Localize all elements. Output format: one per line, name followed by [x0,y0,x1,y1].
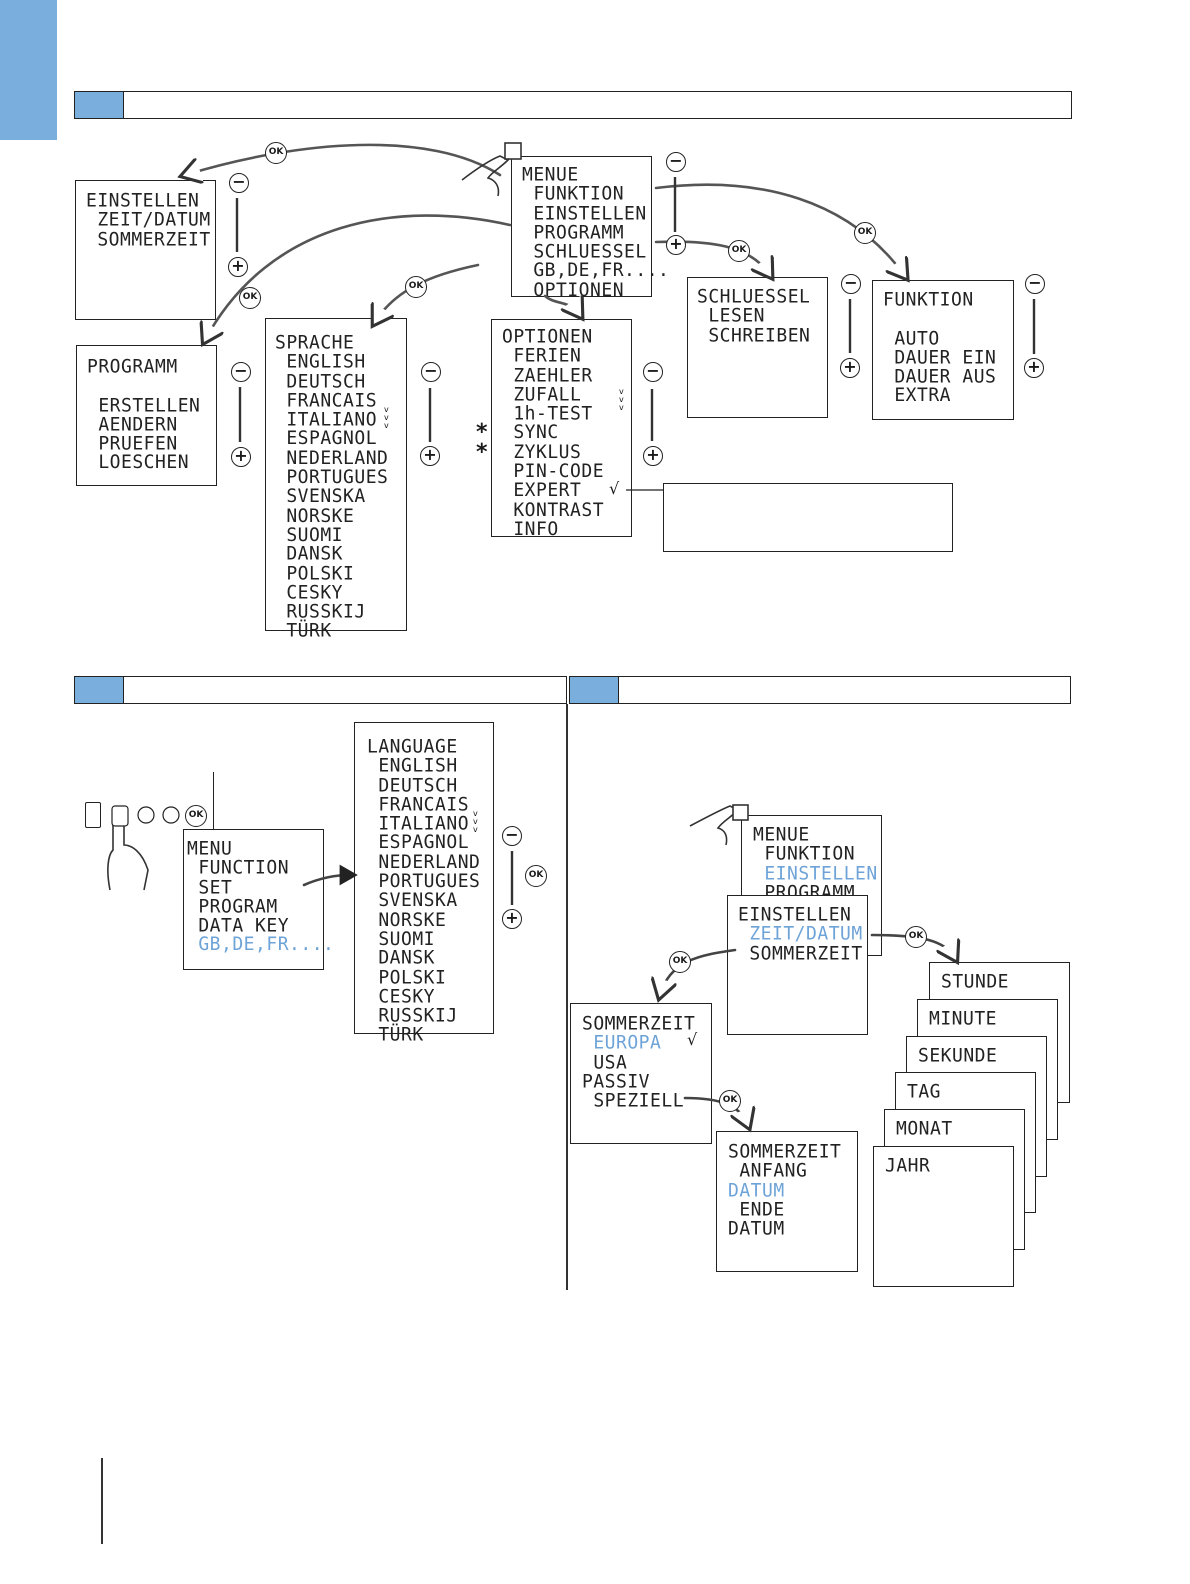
minus-button[interactable]: − [1025,274,1045,294]
minus-button[interactable]: − [841,274,861,294]
sommerzeit-detail-text: SOMMERZEIT ANFANG DATUM ENDE DATUM [728,1140,842,1240]
schluessel-text: SCHLUESSEL LESEN SCHREIBEN [697,285,811,347]
screen-language: LANGUAGE ENGLISH DEUTSCH FRANCAIS ITALIA… [354,722,494,1045]
minus-button[interactable]: − [502,826,522,846]
menue-text: MENUE FUNKTION EINSTELLEN PROGRAMM SCHLU… [522,163,670,302]
minus-button[interactable]: − [643,362,663,382]
ok-button[interactable]: OK [669,951,691,973]
minus-button[interactable]: − [229,173,249,193]
plus-button[interactable]: + [420,446,440,466]
screen-einstellen: EINSTELLEN ZEIT/DATUM SOMMERZEIT [75,180,216,320]
minus-button[interactable]: − [666,152,686,172]
minute-label: MINUTE [929,1007,998,1030]
stunde-label: STUNDE [941,970,1010,993]
device-menu-key [85,802,101,828]
scroll-marks-icon: v v v [473,809,478,834]
sommerzeit-highlight: EUROPA [582,1032,662,1055]
sommerzeit-detail-highlight: DATUM [728,1179,785,1202]
section-header-top [74,91,1072,119]
asterisk-zyklus: * [476,440,488,465]
screen-sprache: SPRACHE ENGLISH DEUTSCH FRANCAIS ITALIAN… [265,318,407,641]
section-header-right [569,676,1071,704]
section-header-left [74,676,567,704]
einstellen-text: EINSTELLEN ZEIT/DATUM SOMMERZEIT [86,189,211,251]
minus-button[interactable]: − [231,362,251,382]
screen-sommerzeit-detail: SOMMERZEIT ANFANG DATUM ENDE DATUM [716,1131,858,1272]
ok-button[interactable]: OK [905,926,927,948]
plus-button[interactable]: + [666,235,686,255]
sekunde-label: SEKUNDE [918,1044,998,1067]
screen-jahr: JAHR [873,1146,1014,1287]
ok-button[interactable]: OK [405,276,427,298]
minus-button[interactable]: − [421,362,441,382]
scroll-marks-icon: v v v [384,405,389,430]
optionen-text: OPTIONEN FERIEN ZAEHLER ZUFALL 1h-TEST S… [502,325,605,541]
menu-en-text: MENU FUNCTION SET PROGRAM DATA KEY GB,DE… [187,837,335,957]
programm-text: PROGRAMM ERSTELLEN AENDERN PRUEFEN LOESC… [87,355,201,475]
einstellen-small-highlight: ZEIT/DATUM [738,923,863,946]
check-icon: √ [687,1030,698,1049]
screen-einstellen-small: EINSTELLEN ZEIT/DATUM SOMMERZEIT [727,895,868,1035]
plus-button[interactable]: + [1024,358,1044,378]
screen-optionen: OPTIONEN FERIEN ZAEHLER ZUFALL 1h-TEST S… [491,319,632,541]
tag-label: TAG [907,1080,942,1103]
plus-button[interactable]: + [840,358,860,378]
ok-button[interactable]: OK [525,865,547,887]
plus-button[interactable]: + [228,257,248,277]
side-tab [0,0,57,140]
monat-label: MONAT [896,1117,953,1140]
plus-button[interactable]: + [502,909,522,929]
check-icon: √ [609,479,620,498]
ok-button[interactable]: OK [854,222,876,244]
sommerzeit-text: SOMMERZEIT EUROPA USA PASSIV SPEZIELL [582,1012,696,1112]
section-divider [566,704,568,1290]
sprache-text: SPRACHE ENGLISH DEUTSCH FRANCAIS ITALIAN… [275,331,389,643]
screen-menu-en: MENU FUNCTION SET PROGRAM DATA KEY GB,DE… [183,829,334,970]
plus-button[interactable]: + [231,447,251,467]
menu-en-highlight: GB,DE,FR.... [187,933,335,957]
screen-menue: MENUE FUNKTION EINSTELLEN PROGRAMM SCHLU… [511,156,669,300]
jahr-label: JAHR [885,1154,931,1177]
screen-funktion: FUNKTION AUTO DAUER EIN DAUER AUS EXTRA [872,280,1014,420]
einstellen-small-text: EINSTELLEN ZEIT/DATUM SOMMERZEIT [738,903,863,965]
asterisk-sync: * [476,420,488,445]
ok-button[interactable]: OK [185,805,207,827]
callout-box [663,483,953,552]
funktion-text: FUNKTION AUTO DAUER EIN DAUER AUS EXTRA [883,288,997,408]
ok-button[interactable]: OK [265,142,287,164]
ok-button[interactable]: OK [719,1090,741,1112]
screen-sommerzeit: SOMMERZEIT EUROPA USA PASSIV SPEZIELL √ [570,1003,712,1144]
screen-schluessel: SCHLUESSEL LESEN SCHREIBEN [687,277,828,418]
screen-programm: PROGRAMM ERSTELLEN AENDERN PRUEFEN LOESC… [76,345,217,486]
page-margin-line [101,1458,103,1544]
ok-button[interactable]: OK [239,287,261,309]
language-text: LANGUAGE ENGLISH DEUTSCH FRANCAIS ITALIA… [367,735,481,1047]
plus-button[interactable]: + [643,446,663,466]
menue-small-highlight: EINSTELLEN [753,862,878,885]
ok-button[interactable]: OK [728,240,750,262]
scroll-marks-icon: v v v [619,387,624,412]
